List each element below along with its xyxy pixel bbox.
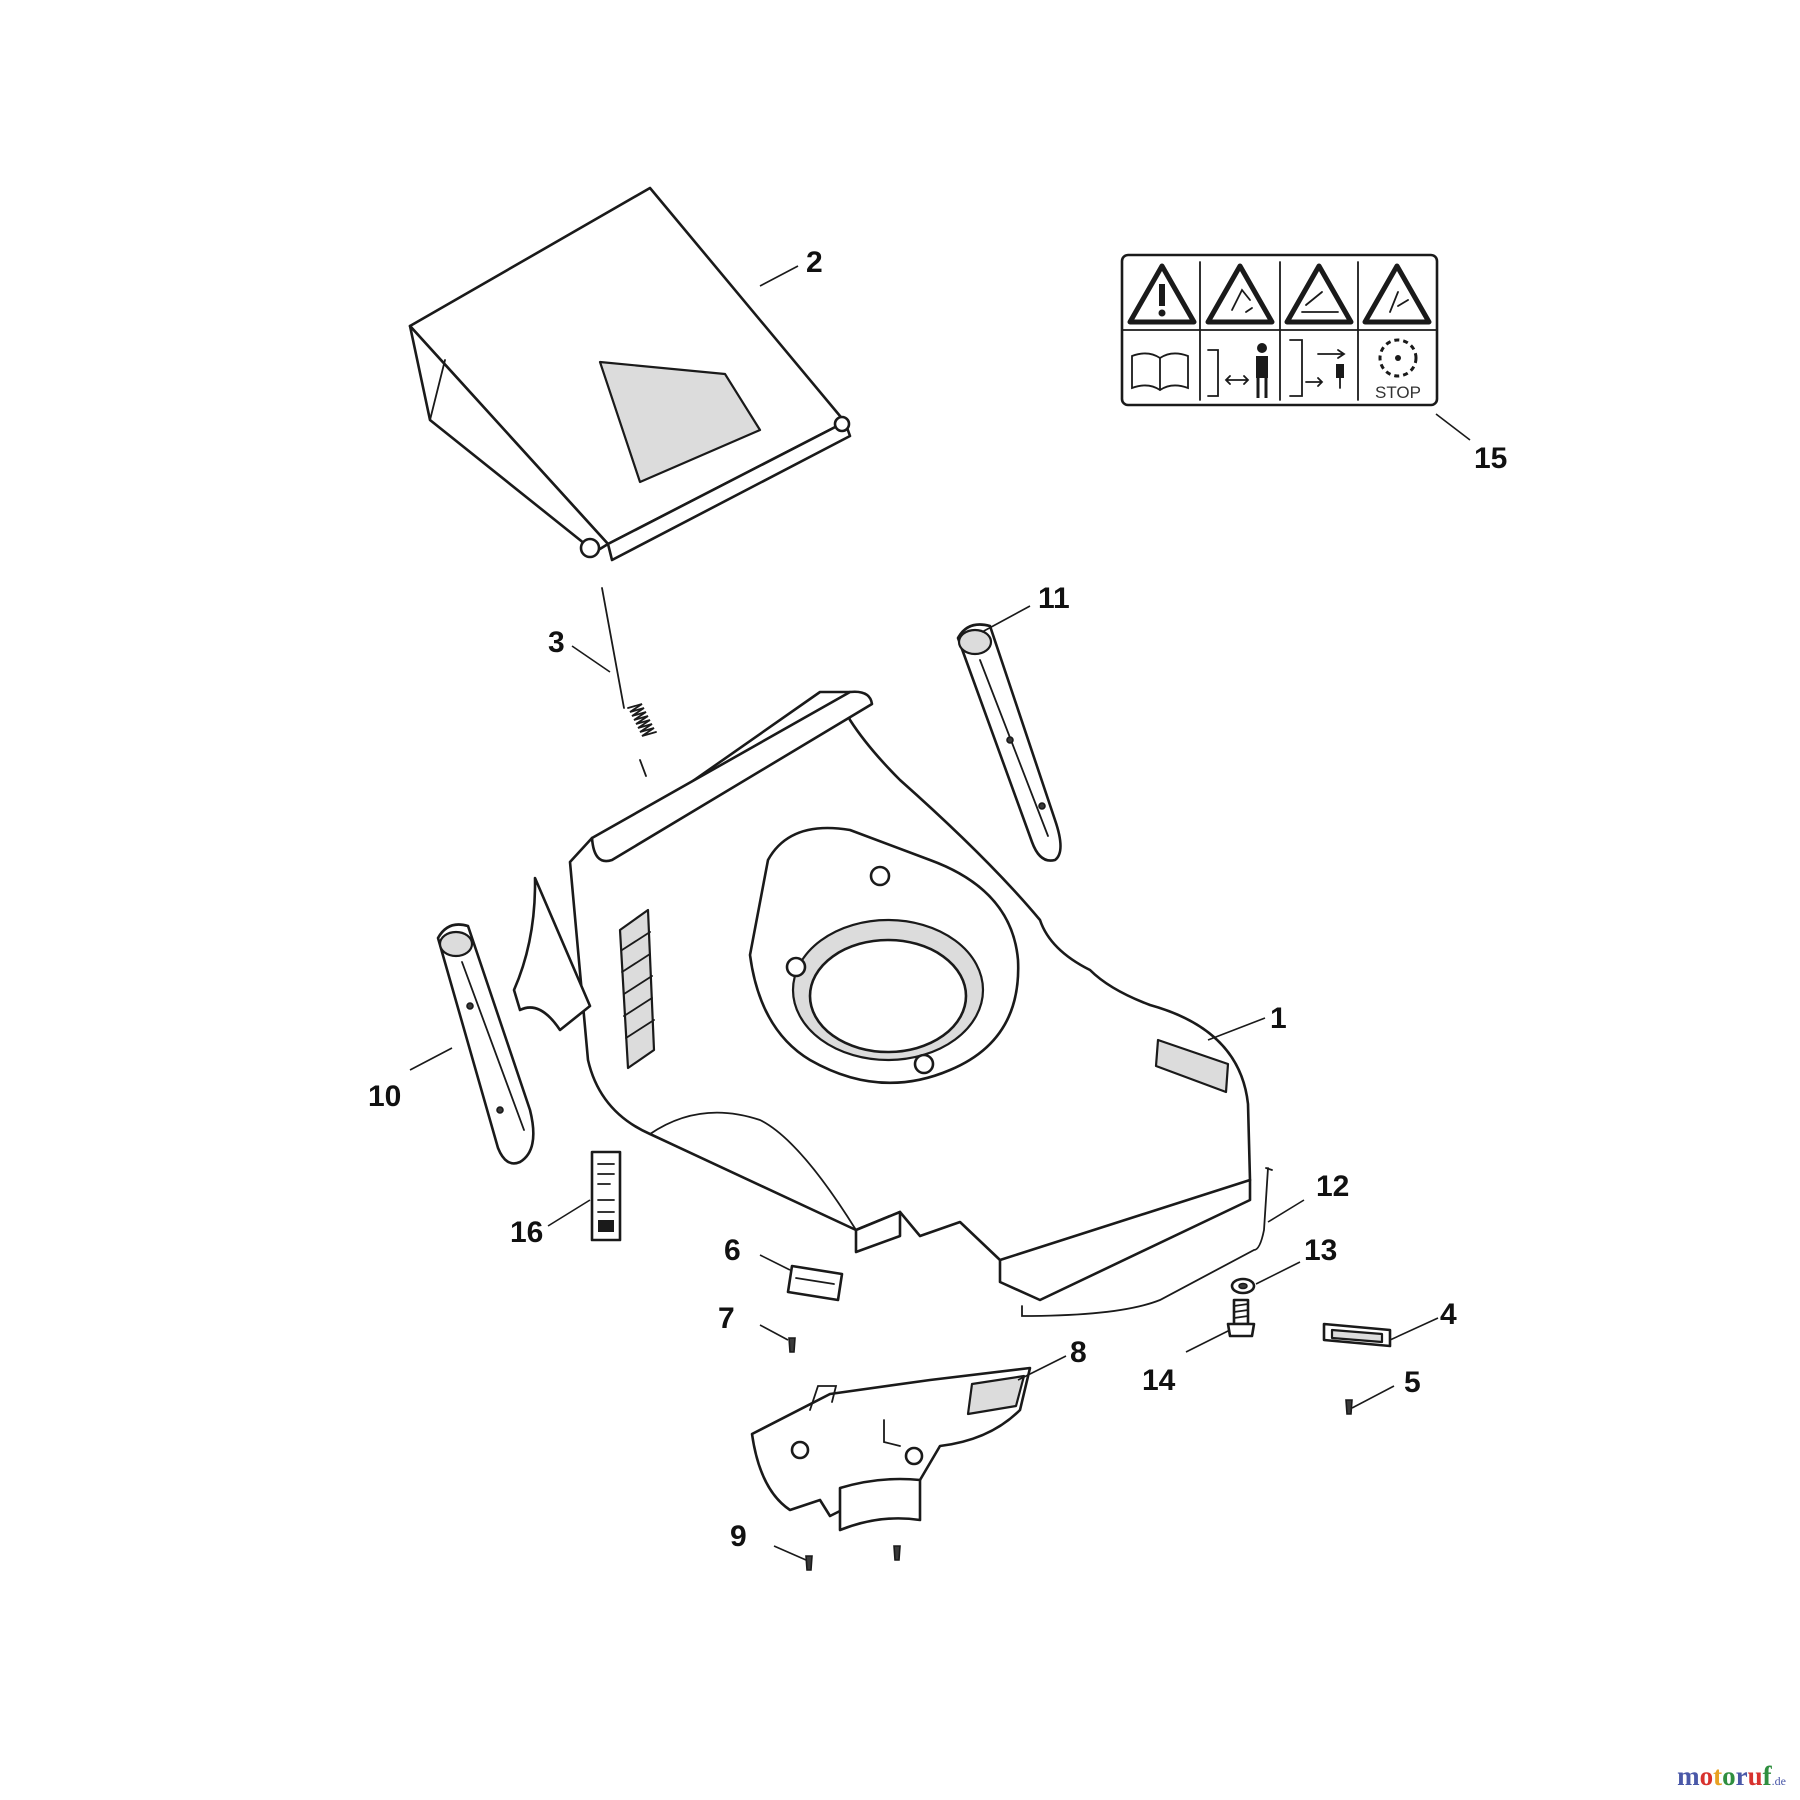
warning-triangle-icon [1127,263,1197,325]
callout-3: 3 [548,626,565,659]
hand-blade-warning-icon [1362,263,1432,325]
callout-15: 15 [1474,442,1507,475]
part-1-mower-deck [512,690,1252,1302]
callout-14: 14 [1142,1364,1176,1397]
part-8-mulching-insert [750,1366,1032,1532]
wm-letter-3: t [1713,1761,1723,1791]
remove-spark-plug-icon [1289,339,1346,397]
part-4-blade-insert [1322,1322,1392,1348]
callout-16: 16 [510,1216,543,1249]
watermark: motoruf.de [1677,1761,1786,1792]
part-13-washer [1230,1277,1256,1295]
callout-11: 11 [1038,582,1070,615]
wm-letter-1: m [1677,1761,1700,1791]
wm-letter-2: o [1699,1761,1714,1791]
part-3-spring [601,587,657,777]
stop-blade-icon: STOP [1375,338,1421,402]
part-15-warning-decal: STOP [1120,253,1439,407]
wm-letter-5: r [1735,1761,1748,1791]
part-16-info-label [590,1150,622,1242]
callout-8: 8 [1070,1336,1087,1369]
blade-warning-icon [1284,263,1354,325]
part-6-clip [786,1264,844,1302]
part-2-deflector-flap [408,186,852,562]
callout-12: 12 [1316,1170,1349,1203]
part-5-screw [1345,1399,1353,1415]
leader-lines [409,265,1471,1561]
callout-7: 7 [718,1302,735,1335]
thrown-object-warning-icon [1205,263,1275,325]
part-14-bolt [1226,1298,1256,1338]
part-11-right-wheel-cover [956,623,1062,862]
part-10-left-wheel-cover [436,923,535,1165]
part-12-flap-rod [1021,1167,1273,1317]
keep-distance-icon [1207,343,1268,398]
callout-13: 13 [1304,1234,1337,1267]
callout-6: 6 [724,1234,741,1267]
part-9-screws [805,1545,901,1571]
callout-9: 9 [730,1520,747,1553]
read-manual-icon [1131,352,1189,392]
callout-numbers: 1 2 3 4 5 6 7 8 9 10 11 12 13 14 15 16 [368,246,1507,1553]
callout-5: 5 [1404,1366,1421,1399]
callout-1: 1 [1270,1002,1287,1035]
part-7-screw [788,1337,796,1353]
wm-letter-6: u [1747,1761,1763,1791]
callout-2: 2 [806,246,823,279]
wm-letter-7: f [1762,1761,1772,1791]
callout-4: 4 [1440,1298,1457,1331]
wm-suffix: .de [1771,1774,1786,1788]
wm-letter-4: o [1722,1761,1736,1791]
callout-10: 10 [368,1080,401,1113]
stop-label: STOP [1375,383,1421,402]
